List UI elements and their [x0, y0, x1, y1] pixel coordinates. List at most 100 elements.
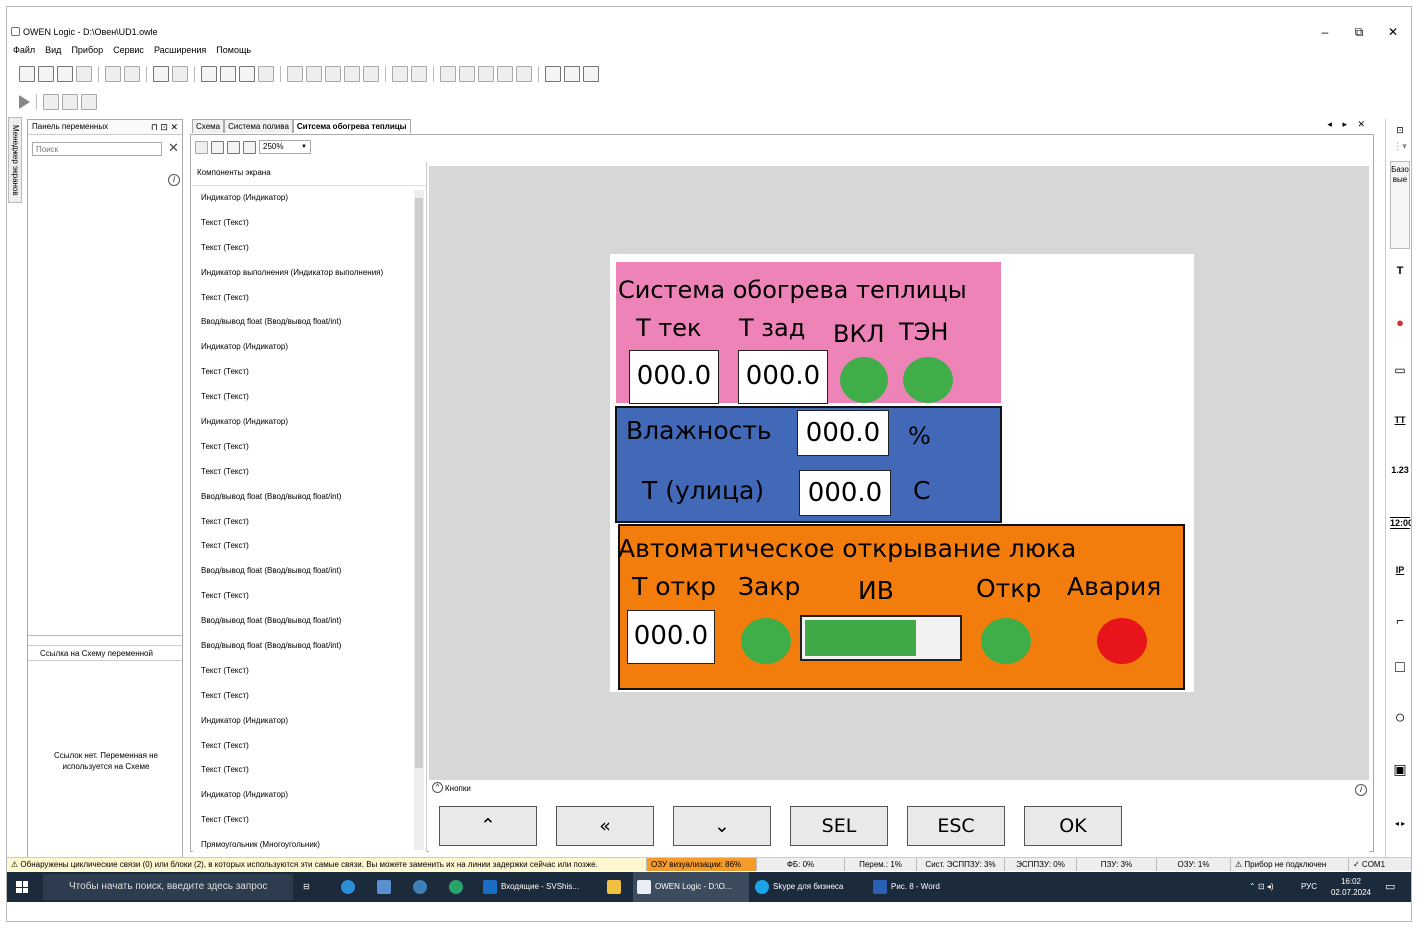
menu-view[interactable]: Вид	[45, 45, 62, 55]
open-file-icon[interactable]	[38, 66, 54, 82]
tab-navigation[interactable]: ◂ ▸ ✕	[1327, 119, 1369, 129]
iv-progress-bar[interactable]	[800, 615, 962, 661]
heating-block[interactable]: Система обогрева теплицы Т тек Т зад ВКЛ…	[616, 262, 1001, 404]
component-item[interactable]: Текст (Текст)	[201, 367, 249, 377]
device-info-icon[interactable]	[239, 66, 255, 82]
task-word[interactable]: Рис. 8 - Word	[869, 872, 985, 902]
t-current-value[interactable]: 000.0	[629, 350, 719, 404]
task-owen-logic[interactable]: OWEN Logic - D:\O...	[633, 872, 749, 902]
grid-icon[interactable]	[287, 66, 303, 82]
closed-led[interactable]	[741, 618, 791, 664]
component-item[interactable]: Индикатор (Индикатор)	[201, 715, 289, 725]
table-icon[interactable]	[583, 66, 599, 82]
edge-app-icon[interactable]	[333, 872, 363, 902]
alarm-led[interactable]	[1097, 618, 1147, 664]
time-tool-icon[interactable]: 12:00	[1390, 517, 1412, 529]
tab-scheme[interactable]: Схема	[192, 119, 225, 133]
component-item[interactable]: Индикатор (Индикатор)	[201, 342, 289, 352]
zoom-in-icon[interactable]	[243, 140, 256, 154]
paste-icon[interactable]	[124, 66, 140, 82]
component-item[interactable]: Индикатор выполнения (Индикатор выполнен…	[201, 267, 384, 277]
buttons-panel-title[interactable]: Кнопки	[429, 782, 1369, 796]
down-button[interactable]: ⌄	[673, 806, 771, 846]
table-view-icon[interactable]	[81, 94, 97, 110]
save-icon[interactable]	[57, 66, 73, 82]
menu-extensions[interactable]: Расширения	[153, 45, 207, 55]
insert-c-icon[interactable]	[344, 66, 360, 82]
ellipse-tool-icon[interactable]: ○	[1394, 707, 1406, 727]
screen-manager-tab[interactable]: Менеджер экранов	[8, 117, 22, 203]
save-screen-icon[interactable]	[195, 140, 208, 154]
variables-search-input[interactable]	[32, 142, 162, 156]
sel-button[interactable]: SEL	[790, 806, 888, 846]
on-led[interactable]	[840, 357, 888, 403]
float-io-tool-icon[interactable]: 1.23	[1391, 465, 1409, 475]
text-tool-icon[interactable]: T	[1396, 265, 1404, 277]
component-item[interactable]: Текст (Текст)	[201, 392, 249, 402]
menu-help[interactable]: Помощь	[216, 45, 252, 55]
component-item[interactable]: Текст (Текст)	[201, 242, 249, 252]
macro-icon[interactable]	[545, 66, 561, 82]
explorer-app-icon[interactable]	[599, 872, 629, 902]
insert-w-icon[interactable]	[440, 66, 456, 82]
windows-start-icon[interactable]	[16, 881, 28, 893]
ip-tool-icon[interactable]: IP	[1395, 565, 1405, 575]
owen-app-icon[interactable]	[441, 872, 471, 902]
outdoor-temp-value[interactable]: 000.0	[799, 470, 891, 516]
component-item[interactable]: Ввод/вывод float (Ввод/вывод float/int)	[201, 566, 342, 576]
component-item[interactable]: Текст (Текст)	[201, 690, 249, 700]
info-icon[interactable]: i	[168, 174, 180, 186]
restore-button[interactable]: ⧉	[1354, 25, 1364, 39]
task-outlook[interactable]: Входящие - SVShis...	[479, 872, 597, 902]
component-item[interactable]: Ввод/вывод float (Ввод/вывод float/int)	[201, 616, 342, 626]
component-item[interactable]: Текст (Текст)	[201, 516, 249, 526]
step-icon[interactable]	[43, 94, 59, 110]
device-settings-icon[interactable]	[258, 66, 274, 82]
open-led[interactable]	[981, 618, 1031, 664]
heater-led[interactable]	[903, 357, 953, 403]
insert-xc-icon[interactable]	[497, 66, 513, 82]
clear-search-icon[interactable]: ✕	[168, 140, 179, 155]
print-icon[interactable]	[76, 66, 92, 82]
components-scrollbar[interactable]	[414, 190, 424, 850]
upload-device-icon[interactable]	[201, 66, 217, 82]
insert-n-icon[interactable]	[392, 66, 408, 82]
insert-vv-icon[interactable]	[325, 66, 341, 82]
tab-irrigation[interactable]: Система полива	[224, 119, 293, 133]
insert-xb-icon[interactable]	[478, 66, 494, 82]
task-skype[interactable]: Skype для бизнеса	[751, 872, 867, 902]
find-icon[interactable]	[220, 66, 236, 82]
fit-icon[interactable]	[227, 140, 240, 154]
rectangle-tool-icon[interactable]: □	[1395, 659, 1405, 676]
zoom-out-icon[interactable]	[211, 140, 224, 154]
up-button[interactable]: ⌃	[439, 806, 537, 846]
insert-v-icon[interactable]	[306, 66, 322, 82]
toolbox-scroll-icon[interactable]: ◂ ▸	[1394, 819, 1406, 828]
component-item[interactable]: Текст (Текст)	[201, 740, 249, 750]
humidity-value[interactable]: 000.0	[797, 410, 889, 456]
component-item[interactable]: Текст (Текст)	[201, 765, 249, 775]
taskbar-search[interactable]: Чтобы начать поиск, введите здесь запрос	[43, 874, 293, 900]
toolbox-menu-icon[interactable]: ⊡	[1396, 125, 1404, 135]
component-item[interactable]: Ввод/вывод float (Ввод/вывод float/int)	[201, 491, 342, 501]
buttons-info-icon[interactable]: i	[1355, 784, 1367, 796]
close-window-button[interactable]: ✕	[1387, 25, 1399, 39]
component-item[interactable]: Текст (Текст)	[201, 815, 249, 825]
notifications-icon[interactable]: ▭	[1385, 881, 1396, 893]
back-button[interactable]: «	[556, 806, 654, 846]
component-item[interactable]: Текст (Текст)	[201, 591, 249, 601]
progress-tool-icon[interactable]: ▭	[1394, 363, 1406, 377]
basic-elements-tab[interactable]: Базовые	[1390, 161, 1410, 249]
tray-icons[interactable]: ⌃ ⊡ ◂)	[1249, 882, 1274, 891]
insert-block-icon[interactable]	[363, 66, 379, 82]
indicator-tool-icon[interactable]: ●	[1396, 315, 1404, 330]
toolbox-options-icon[interactable]: ⋮▾	[1393, 141, 1407, 151]
component-item[interactable]: Текст (Текст)	[201, 665, 249, 675]
t-setpoint-value[interactable]: 000.0	[738, 350, 828, 404]
component-item[interactable]: Индикатор (Индикатор)	[201, 417, 289, 427]
chrome-app-icon[interactable]	[405, 872, 435, 902]
insert-nn-icon[interactable]	[411, 66, 427, 82]
report-icon[interactable]	[564, 66, 580, 82]
undo-icon[interactable]	[153, 66, 169, 82]
